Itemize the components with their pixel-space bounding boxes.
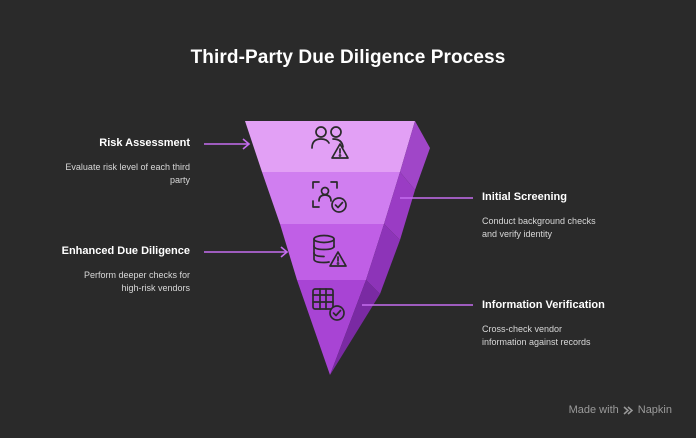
watermark-brand: Napkin: [637, 404, 672, 416]
risk-assessment-title: Risk Assessment: [99, 137, 190, 149]
page-title: Third-Party Due Diligence Process: [190, 47, 506, 68]
database-warning-icon: [313, 234, 347, 267]
initial-screening-desc: Conduct background checks and verify ide…: [482, 215, 672, 241]
enhanced-due-diligence-title: Enhanced Due Diligence: [61, 245, 190, 257]
users-warning-icon: [311, 126, 349, 159]
information-verification-desc: Cross-check vendor information against r…: [482, 323, 672, 349]
watermark-prefix: Made with: [568, 404, 619, 416]
enhanced-due-diligence-desc-line-1: Perform deeper checks for: [83, 270, 190, 280]
initial-screening-desc-line-1: Conduct background checks: [482, 216, 596, 226]
table-check-icon: [312, 288, 345, 321]
information-verification-desc-line-1: Cross-check vendor: [482, 324, 563, 334]
initial-screening-desc-line-2: and verify identity: [482, 229, 553, 239]
risk-assessment-desc-line-2: party: [169, 175, 190, 185]
initial-screening-title: Initial Screening: [482, 191, 567, 203]
information-verification-desc-line-2: information against records: [482, 337, 591, 347]
information-verification-title: Information Verification: [482, 299, 605, 311]
risk-assessment-desc-line-1: Evaluate risk level of each third: [65, 162, 190, 172]
id-scan-check-icon: [312, 181, 347, 213]
napkin-logo-icon: [623, 405, 633, 415]
funnel-tier-4: [297, 280, 380, 375]
risk-assessment-desc: Evaluate risk level of each third party: [20, 161, 190, 187]
connector-arrowhead-2: [280, 246, 289, 258]
enhanced-due-diligence-desc-line-2: high-risk vendors: [121, 283, 190, 293]
funnel-tier-1: [245, 121, 430, 190]
napkin-watermark[interactable]: Made with Napkin: [569, 404, 672, 416]
funnel-tier-3: [280, 224, 400, 294]
connector-arrowhead-1: [242, 138, 251, 150]
enhanced-due-diligence-desc: Perform deeper checks for high-risk vend…: [20, 269, 190, 295]
